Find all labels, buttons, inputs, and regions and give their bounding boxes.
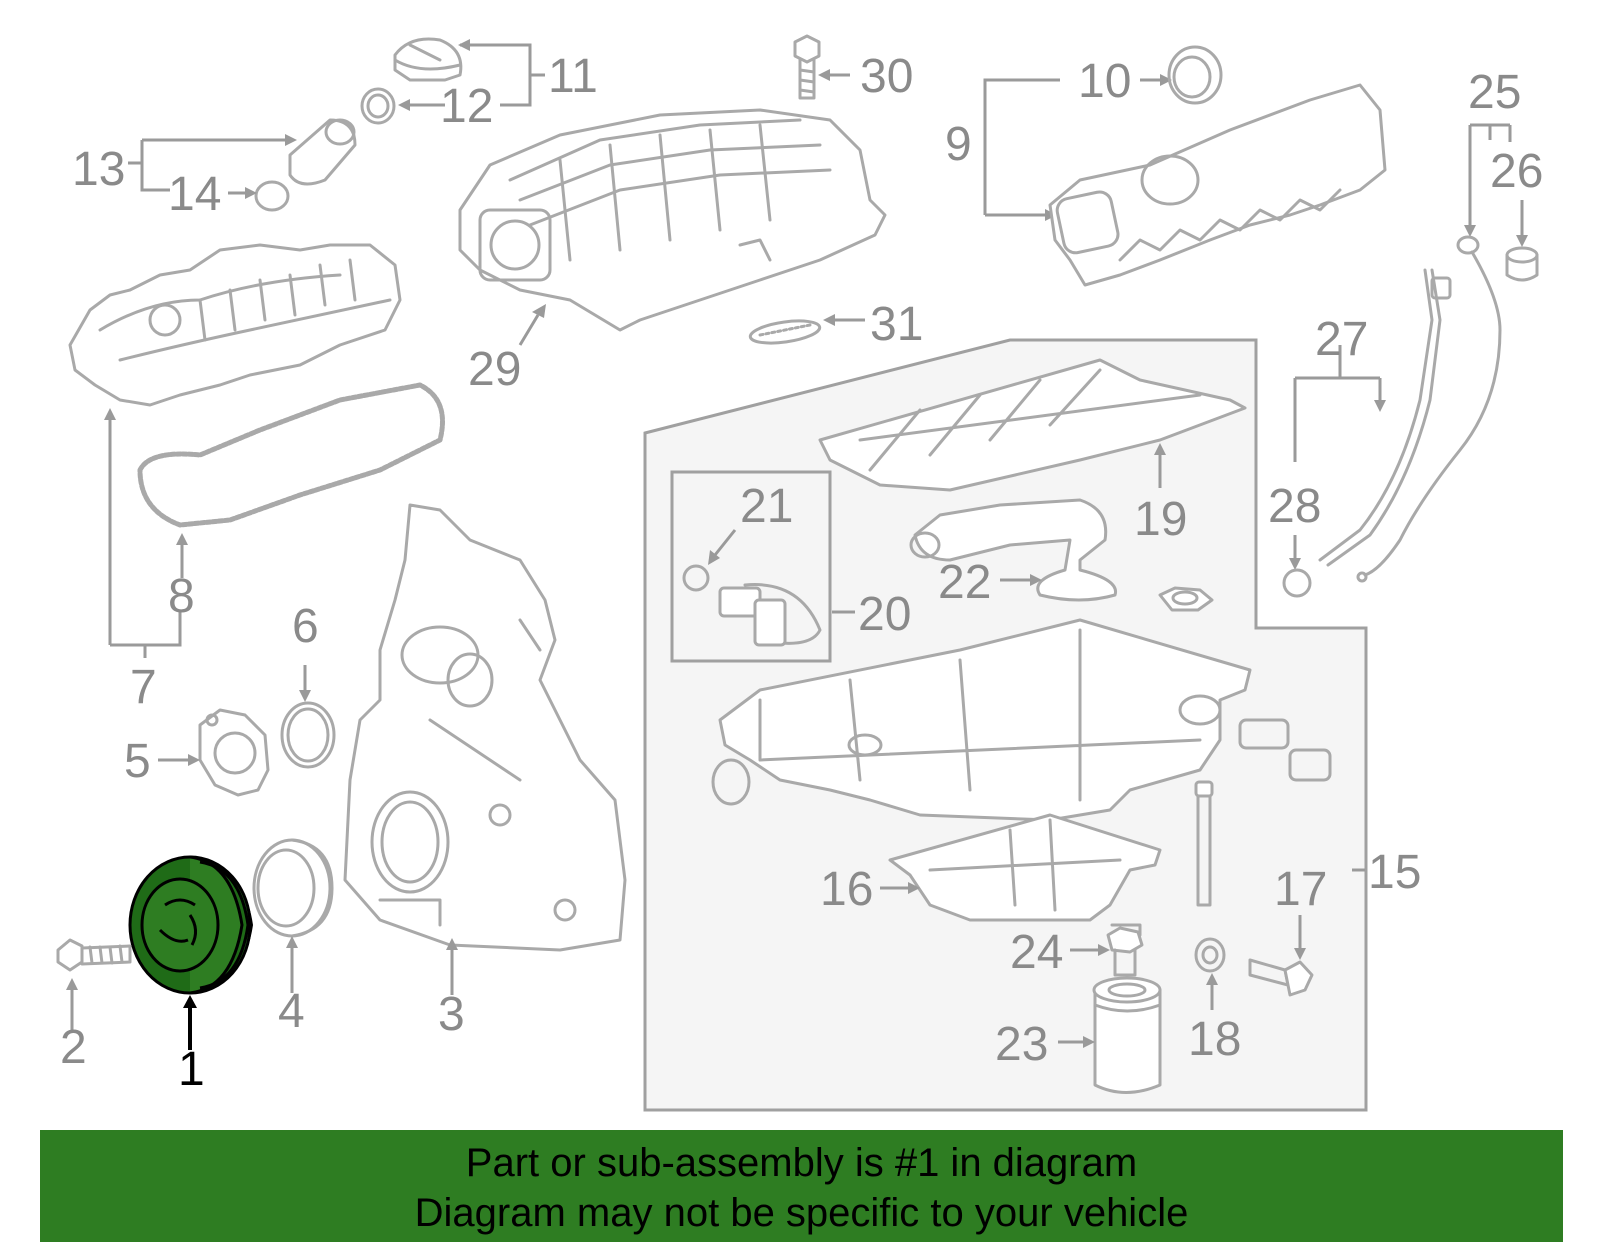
part-6-gasket [280, 701, 336, 769]
callout-22: 22 [938, 556, 991, 609]
callout-1: 1 [178, 1043, 205, 1096]
part-11-oil-cap [393, 37, 463, 82]
part-27-dipstick-tube [1318, 268, 1452, 567]
part-23-oil-filter [1092, 976, 1162, 1094]
part-1-crankshaft-balancer[interactable] [128, 855, 254, 995]
part-2-bolt [56, 938, 132, 972]
part-17-bolt [1248, 958, 1314, 997]
callout-7: 7 [130, 661, 157, 714]
callout-8: 8 [168, 570, 195, 623]
callout-10: 10 [1078, 55, 1131, 108]
callout-24: 24 [1010, 926, 1063, 979]
part-15-oil-pan [711, 618, 1332, 822]
callout-27: 27 [1315, 313, 1368, 366]
part-21-oring [682, 564, 710, 592]
part-16-lower-pan [888, 813, 1162, 922]
part-12-oring [360, 87, 396, 125]
callout-31: 31 [870, 298, 923, 351]
banner-line-1: Part or sub-assembly is #1 in diagram [465, 1141, 1138, 1185]
callout-6: 6 [292, 600, 319, 653]
long-bolt [1194, 780, 1214, 907]
part-7-valve-cover-left [68, 243, 402, 407]
part-13-filler-tube [288, 118, 357, 186]
callout-18: 18 [1188, 1013, 1241, 1066]
callout-25: 25 [1468, 66, 1521, 119]
callout-17: 17 [1274, 863, 1327, 916]
callout-20: 20 [858, 588, 911, 641]
callout-28: 28 [1268, 480, 1321, 533]
callout-19: 19 [1134, 493, 1187, 546]
callout-14: 14 [168, 168, 221, 221]
callout-11: 11 [548, 50, 598, 103]
part-30-bolt [793, 34, 821, 100]
callout-23: 23 [995, 1018, 1048, 1071]
part-25-dipstick [1356, 235, 1502, 583]
nut [1158, 586, 1214, 612]
callout-4: 4 [278, 985, 305, 1038]
callout-15: 15 [1368, 846, 1421, 899]
callout-9: 9 [945, 118, 972, 171]
part-9-valve-cover-right [1048, 83, 1387, 287]
part-22-oil-pickup [909, 498, 1118, 602]
part-24-fitting [1106, 923, 1144, 977]
callout-5: 5 [124, 735, 151, 788]
part-5-cover [198, 708, 270, 797]
callout-16: 16 [820, 863, 873, 916]
callout-12: 12 [440, 80, 493, 133]
callout-3: 3 [438, 988, 465, 1041]
callout-2: 2 [60, 1021, 87, 1074]
callout-29: 29 [468, 343, 521, 396]
part-14-oring [254, 180, 290, 212]
callout-30: 30 [860, 50, 913, 103]
callout-26: 26 [1490, 145, 1543, 198]
callout-13: 13 [72, 143, 125, 196]
part-31-gasket [748, 319, 822, 345]
banner-line-2: Diagram may not be specific to your vehi… [414, 1191, 1189, 1235]
callout-21: 21 [740, 480, 793, 533]
part-29-intake-manifold [458, 108, 887, 332]
part-20-solenoid [718, 583, 822, 647]
part-3-timing-cover [343, 503, 627, 952]
part-28-seal [1282, 568, 1312, 598]
part-19-windage-tray [818, 358, 1247, 492]
part-18-washer [1194, 937, 1226, 973]
part-8-valve-cover-gasket [137, 382, 445, 528]
part-26-cap [1505, 246, 1539, 282]
part-10-seal [1167, 45, 1223, 105]
info-banner: Part or sub-assembly is #1 in diagram Di… [40, 1130, 1563, 1242]
part-4-front-seal [252, 838, 334, 938]
